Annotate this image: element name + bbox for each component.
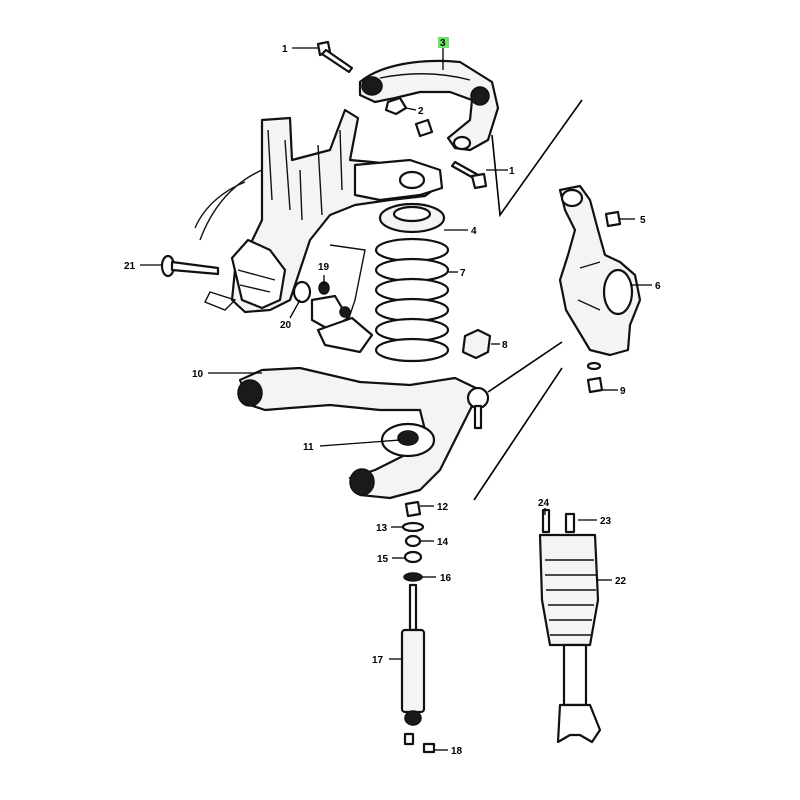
bolt [160,254,220,278]
lower-control-arm [237,366,490,500]
upper-control-arm [358,59,500,152]
nut [586,361,604,394]
callout-2: 2 [418,106,424,117]
stabilizer-link-bracket [292,244,374,354]
jounce-bumper [461,328,492,360]
callout-14: 14 [437,537,449,548]
shock-hardware-stack [401,500,425,582]
callout-20: 20 [280,320,292,331]
callout-13: 13 [376,523,388,534]
callout-15: 15 [377,554,389,565]
callout-24: 24 [538,498,550,509]
callout-highlight [438,37,449,48]
steering-knuckle [558,184,642,357]
callout-8: 8 [502,340,508,351]
callout-11: 11 [303,442,314,453]
leader-lines [140,47,652,751]
callout-18: 18 [451,746,463,757]
shock-absorber [400,583,436,754]
callout-12: 12 [437,502,449,513]
callout-21: 21 [124,261,136,272]
coil-spring [374,237,450,363]
callout-1: 1 [509,166,515,177]
bolt [316,40,354,74]
nut [604,210,622,228]
callout-22: 22 [615,576,627,587]
callout-3: 3 [440,38,446,49]
callout-23: 23 [600,516,612,527]
air-spring-shock [538,508,602,744]
callout-4: 4 [471,226,477,237]
spring-isolator [378,202,446,234]
callout-6: 6 [655,281,661,292]
callout-16: 16 [440,573,452,584]
callout-17: 17 [372,655,384,666]
callout-5: 5 [640,215,646,226]
frame-bracket [194,108,444,314]
callout-7: 7 [460,268,466,279]
callout-labels: 3 1 2 1 4 7 8 5 6 9 10 11 12 13 14 15 16… [124,37,661,757]
callout-19: 19 [318,262,330,273]
callout-9: 9 [620,386,626,397]
guide-lines [473,99,583,501]
nut [384,96,434,138]
bolt [450,160,488,190]
callout-1: 1 [282,44,288,55]
callout-10: 10 [192,369,204,380]
